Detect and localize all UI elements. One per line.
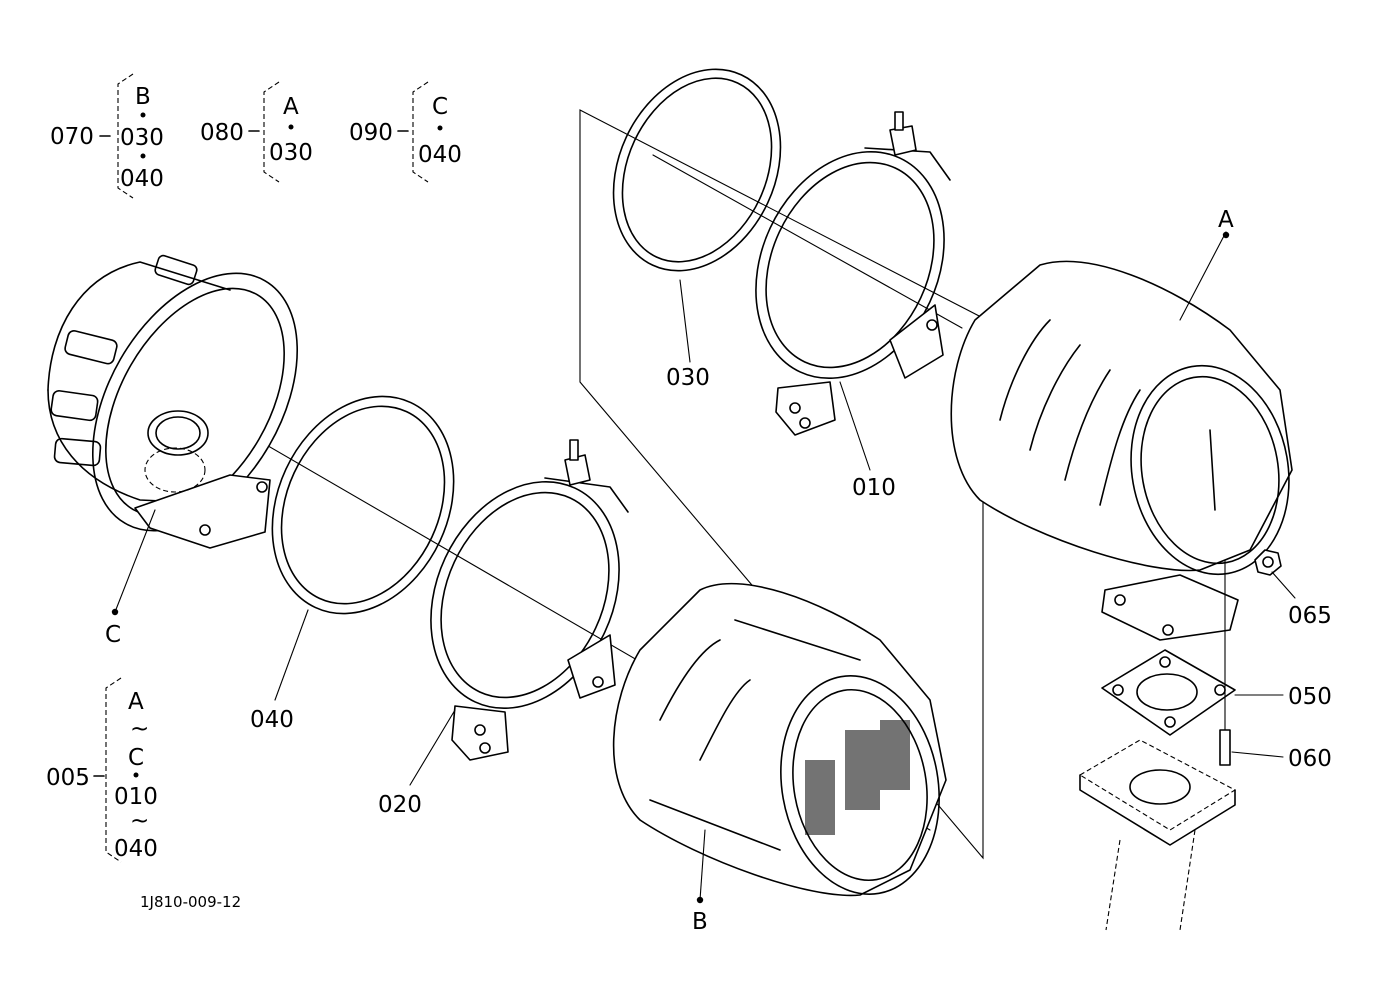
callouts: 030 010 040 020 065 050 060 A C B bbox=[105, 207, 1332, 935]
callout-a: A bbox=[1218, 207, 1234, 233]
key-part-number: 090 bbox=[349, 120, 393, 146]
key-part-number: 070 bbox=[50, 124, 94, 150]
callout-030: 030 bbox=[666, 365, 710, 391]
callout-050: 050 bbox=[1288, 684, 1332, 710]
key-line: 040 bbox=[120, 166, 164, 192]
exhaust-flange-pipe bbox=[1078, 739, 1237, 931]
assembly-key-080: 080 A 030 bbox=[200, 81, 313, 183]
nut-065 bbox=[1254, 549, 1282, 576]
drawing-reference-code: 1J810-009-12 bbox=[140, 893, 241, 911]
key-line: ~ bbox=[130, 808, 149, 834]
key-line: C bbox=[128, 745, 144, 771]
assembly-key-005: 005 A ~ C 010 ~ 040 bbox=[46, 677, 158, 863]
key-line: A bbox=[283, 94, 299, 120]
key-line: 010 bbox=[114, 784, 158, 810]
key-part-number: 080 bbox=[200, 120, 244, 146]
clamp-010 bbox=[755, 111, 951, 436]
callout-010: 010 bbox=[852, 475, 896, 501]
key-line: 030 bbox=[269, 140, 313, 166]
callout-040: 040 bbox=[250, 707, 294, 733]
callout-b: B bbox=[692, 909, 708, 935]
key-line: B bbox=[135, 84, 151, 110]
key-line: C bbox=[432, 94, 448, 120]
callout-060: 060 bbox=[1288, 746, 1332, 772]
flange-gasket-050 bbox=[1101, 649, 1236, 736]
filter-body-a bbox=[950, 260, 1293, 641]
key-line: A bbox=[128, 689, 144, 715]
clamp-020 bbox=[430, 439, 629, 761]
key-line: 040 bbox=[114, 836, 158, 862]
filter-body-b bbox=[612, 582, 947, 897]
gasket-040 bbox=[271, 395, 455, 615]
key-line: ~ bbox=[130, 716, 149, 742]
key-line: 030 bbox=[120, 125, 164, 151]
key-line: 040 bbox=[418, 142, 462, 168]
callout-020: 020 bbox=[378, 792, 422, 818]
leader-lines bbox=[114, 231, 1296, 901]
callout-065: 065 bbox=[1288, 603, 1332, 629]
stud-060 bbox=[1219, 559, 1231, 766]
key-part-number: 005 bbox=[46, 765, 90, 791]
assembly-key-070: 070 B 030 040 bbox=[50, 73, 164, 199]
texture-mesh bbox=[805, 720, 910, 835]
reference-plane bbox=[579, 109, 984, 860]
assembly-key-090: 090 C 040 bbox=[349, 81, 462, 183]
gasket-030 bbox=[612, 68, 782, 272]
callout-c: C bbox=[105, 622, 121, 648]
end-cap-part bbox=[47, 254, 299, 549]
